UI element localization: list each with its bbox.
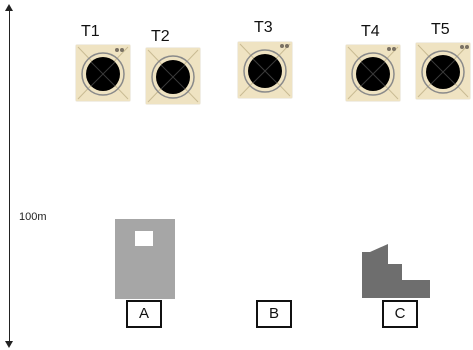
position-c: C [382, 300, 418, 328]
target-board-t4 [346, 45, 400, 101]
cover-stairs-c [362, 244, 430, 298]
target-board-t5 [416, 43, 470, 99]
bullseye-icon [347, 46, 399, 100]
target-label-t3: T3 [254, 19, 273, 36]
target-label-t1: T1 [81, 23, 100, 40]
target-board-t3 [238, 42, 292, 98]
distance-axis [9, 8, 10, 344]
bullseye-icon [77, 46, 129, 100]
bullseye-icon [239, 43, 291, 97]
position-b: B [256, 300, 292, 328]
target-board-t1 [76, 45, 130, 101]
target-label-t4: T4 [361, 23, 380, 40]
target-label-t5: T5 [431, 21, 450, 38]
bullseye-icon [147, 49, 199, 103]
bullseye-icon [417, 44, 469, 98]
cover-window-a [135, 231, 153, 246]
distance-label: 100m [19, 211, 47, 223]
position-a: A [126, 300, 162, 328]
axis-arrow-down-icon [5, 341, 13, 348]
axis-arrow-up-icon [5, 4, 13, 11]
target-board-t2 [146, 48, 200, 104]
target-label-t2: T2 [151, 28, 170, 45]
